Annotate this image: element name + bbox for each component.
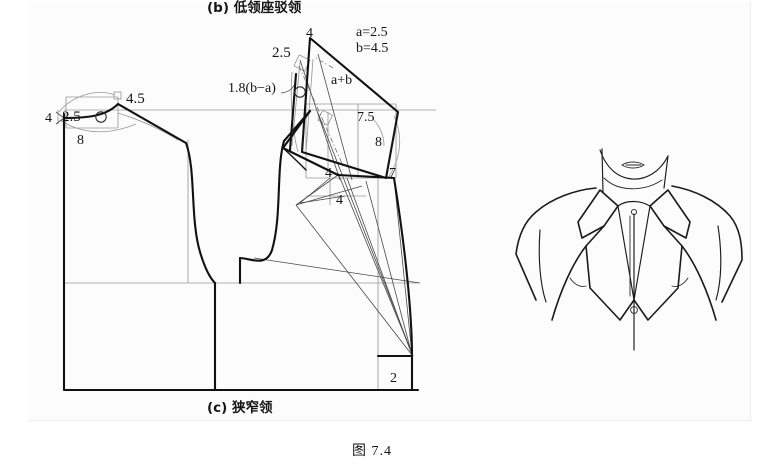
label-collar-width: 8 — [375, 135, 382, 150]
subfigure-c-title: (c) 狭窄领 — [207, 400, 273, 416]
figure-caption: 图 7.4 — [352, 444, 392, 459]
drafting-thin-lines — [55, 53, 421, 357]
subfigure-b-title: (b) 低领座驳领 — [207, 0, 302, 16]
label-lapel-notch-b: 4 — [336, 193, 343, 208]
collar-centre-dash-line — [298, 65, 345, 169]
label-lapel-point: 7 — [389, 166, 396, 181]
label-back-neck-rise: 4.5 — [126, 91, 145, 107]
label-lapel-notch-a: 4 — [325, 166, 332, 181]
pattern-outline — [62, 36, 420, 392]
label-shoulder-slope: 8 — [77, 133, 84, 148]
label-a-value: a=2.5 — [356, 25, 388, 40]
label-collar-stand: 2.5 — [272, 45, 291, 61]
sketch-shoulders — [515, 185, 743, 303]
label-collar-top-corner: 4 — [306, 26, 313, 41]
sketch-head-neck — [599, 148, 669, 193]
label-a-plus-b: a+b — [331, 73, 353, 88]
pivot-circle-left-neck — [95, 111, 107, 123]
label-collar-fall: 7.5 — [357, 110, 375, 125]
label-hem-extension: 2 — [390, 371, 397, 386]
label-lapel-break-formula: 1.8(b−a) — [228, 81, 276, 96]
pattern-accents — [185, 111, 399, 179]
collar-roll-dash-line — [315, 57, 334, 69]
sketch-shirt-front — [551, 205, 717, 351]
pivot-circle-lapel-break — [294, 86, 306, 98]
sketch-collar — [577, 189, 691, 239]
label-b-value: b=4.5 — [356, 41, 389, 56]
label-left-neck-drop: 4 — [45, 111, 52, 126]
scanned-page-panel — [28, 2, 751, 421]
label-left-neck-width: 2.5 — [62, 109, 81, 125]
